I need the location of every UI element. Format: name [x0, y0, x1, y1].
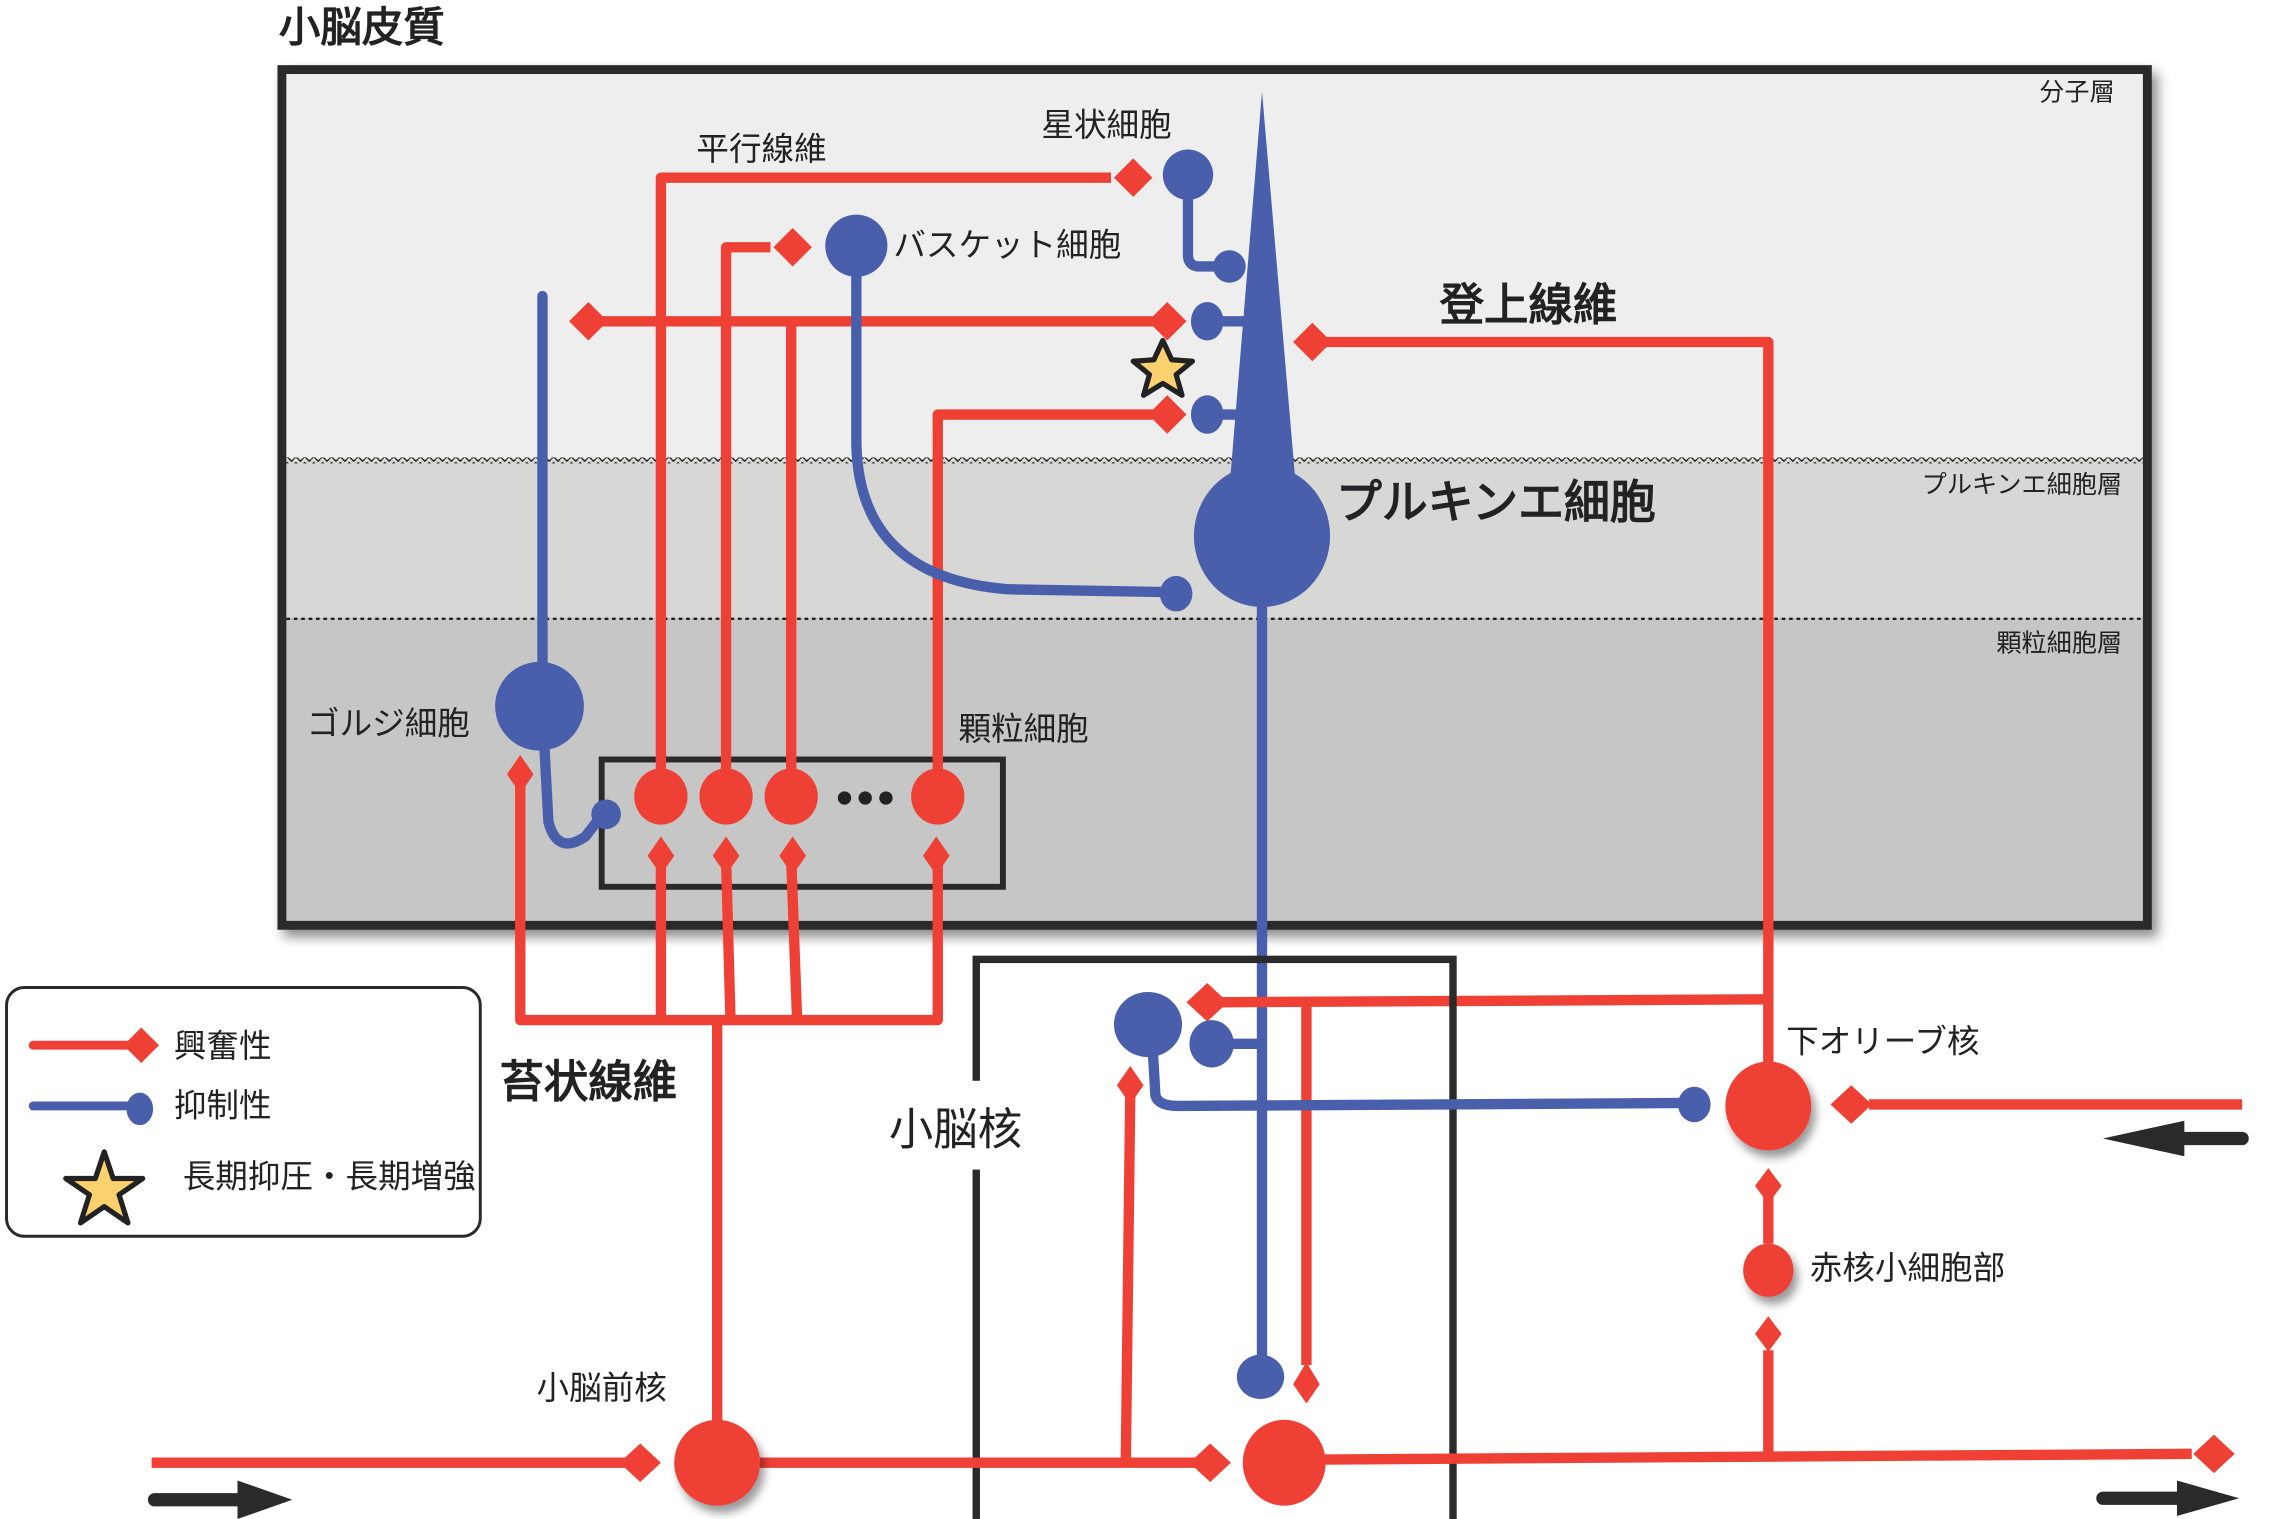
diamond-to-stellate	[1113, 158, 1153, 197]
basket-cell	[825, 214, 1193, 612]
red-nucleus-label: 赤核小細胞部	[1810, 1249, 2005, 1287]
climbing-fiber-label: 登上線維	[1439, 280, 1618, 331]
granular-layer-label: 顆粒細胞層	[1996, 628, 2122, 657]
purkinje-cell-label: プルキンエ細胞	[1336, 475, 1656, 529]
cerebellar-nucleus-label: 小脳核	[889, 1104, 1022, 1155]
output-arrow-icon	[2096, 1480, 2240, 1517]
granular-layer	[286, 618, 2143, 921]
parallel-fiber-label: 平行線維	[696, 130, 826, 168]
golgi-cell-label: ゴルジ細胞	[307, 704, 470, 742]
input-arrow-left-icon	[147, 1480, 293, 1519]
purkinje-cell	[1190, 91, 1331, 1383]
legend-inhibitory-icon	[28, 1092, 154, 1126]
granule-cell	[699, 768, 753, 825]
granule-cell	[911, 768, 965, 825]
diamond-to-purkinje-lower	[1148, 395, 1187, 434]
nucleus-circuit	[1113, 983, 1711, 1463]
parallel-fibers	[600, 172, 1163, 797]
inferior-olive-label: 下オリーブ核	[1786, 1023, 1979, 1061]
molecular-layer-label: 分子層	[2039, 78, 2114, 107]
layer-boundary-wavy	[286, 457, 2143, 464]
legend: 興奮性 抑制性 長期抑圧・長期増強	[5, 986, 482, 1238]
plasticity-star-icon	[1130, 337, 1196, 398]
legend-star-icon	[63, 1149, 146, 1226]
main-pathway	[151, 1350, 2235, 1482]
mossy-fibers	[506, 755, 950, 1459]
granule-cells	[634, 768, 965, 825]
precerebellar-nucleus-label: 小脳前核	[537, 1369, 667, 1407]
golgi-cell	[495, 290, 621, 849]
legend-excitatory-icon	[28, 1027, 160, 1064]
purkinje-layer-label: プルキンエ細胞層	[1922, 470, 2123, 499]
legend-inhibitory-label: 抑制性	[174, 1086, 272, 1124]
stellate-cell-label: 星状細胞	[1041, 106, 1171, 144]
input-arrow-olive-icon	[2102, 1120, 2249, 1157]
mossy-fiber-label: 苔状線維	[500, 1057, 678, 1108]
cerebellar-nucleus-box	[972, 955, 1457, 1519]
climbing-fiber	[1211, 322, 1774, 1093]
granule-cell-label: 顆粒細胞	[958, 710, 1088, 748]
granule-cell	[764, 768, 818, 825]
basket-cell-label: バスケット細胞	[893, 226, 1121, 264]
inferior-olive-cell	[1725, 1061, 1812, 1151]
stellate-cell	[1162, 149, 1246, 283]
legend-excitatory-label: 興奮性	[174, 1027, 272, 1065]
cerebellar-nucleus-cell	[1242, 1419, 1326, 1506]
red-nucleus-cell	[1743, 1243, 1794, 1297]
parallel-fiber-terminals	[569, 158, 1187, 434]
diamond-to-purkinje-upper	[1148, 302, 1187, 341]
cortex-title: 小脳皮質	[279, 3, 445, 51]
granule-cell	[634, 768, 688, 825]
diamond-to-golgi-dendrite	[569, 302, 608, 341]
olive-circuit	[1755, 1085, 2243, 1352]
precerebellar-nucleus-cell	[674, 1419, 761, 1506]
legend-plasticity-label: 長期抑圧・長期増強	[183, 1157, 476, 1195]
